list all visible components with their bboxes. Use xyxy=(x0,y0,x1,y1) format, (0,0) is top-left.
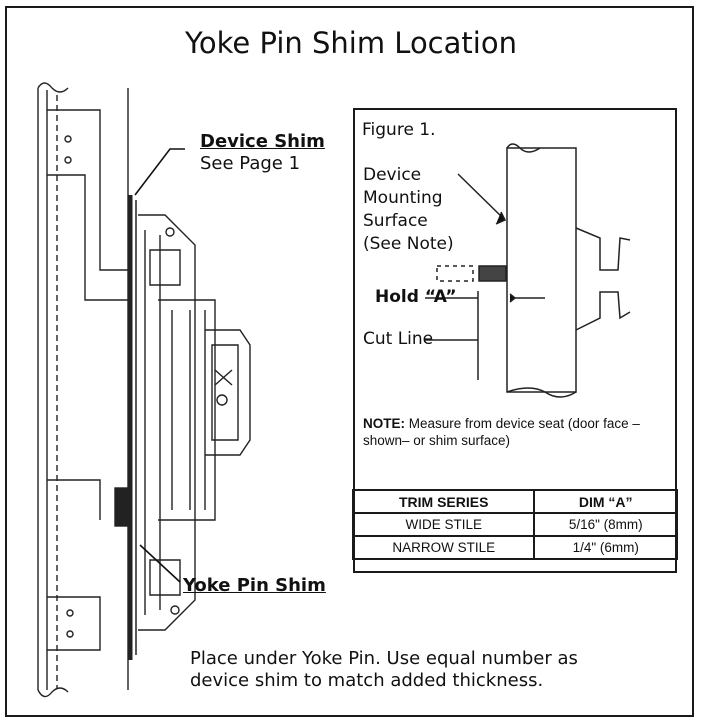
instruction-line-1: Place under Yoke Pin. Use equal number a… xyxy=(190,648,578,669)
measurement-note: NOTE: Measure from device seat (door fac… xyxy=(363,415,679,449)
page-frame xyxy=(5,6,694,717)
surface-label-2: Mounting xyxy=(363,188,443,208)
device-shim-label: Device Shim xyxy=(200,131,325,152)
table-header-row: TRIM SERIES DIM “A” xyxy=(351,489,678,514)
table-header: DIM “A” xyxy=(533,489,678,514)
cut-line-label: Cut Line xyxy=(363,329,434,349)
table-cell: 5/16" (8mm) xyxy=(533,512,678,537)
table-cell: 1/4" (6mm) xyxy=(533,535,678,560)
instruction-line-2: device shim to match added thickness. xyxy=(190,670,544,691)
surface-label-4: (See Note) xyxy=(363,234,454,254)
trim-series-table: TRIM SERIES DIM “A” WIDE STILE 5/16" (8m… xyxy=(351,489,678,560)
figure-1-panel xyxy=(353,108,677,573)
surface-label-3: Surface xyxy=(363,211,428,231)
note-text: Measure from device seat (door face –sho… xyxy=(363,416,640,448)
table-cell: NARROW STILE xyxy=(351,535,536,560)
yoke-pin-shim-label: Yoke Pin Shim xyxy=(183,575,326,596)
instruction-text: Place under Yoke Pin. Use equal number a… xyxy=(190,648,578,692)
table-cell: WIDE STILE xyxy=(351,512,536,537)
figure-label: Figure 1. xyxy=(362,120,436,140)
page-title: Yoke Pin Shim Location xyxy=(185,26,517,60)
note-label: NOTE: xyxy=(363,416,405,431)
hold-a-label: Hold “A” xyxy=(375,287,457,307)
table-row: NARROW STILE 1/4" (6mm) xyxy=(351,535,678,560)
table-row: WIDE STILE 5/16" (8mm) xyxy=(351,512,678,537)
table-header: TRIM SERIES xyxy=(351,489,536,514)
surface-label-1: Device xyxy=(363,165,422,185)
device-shim-reference: See Page 1 xyxy=(200,153,301,174)
